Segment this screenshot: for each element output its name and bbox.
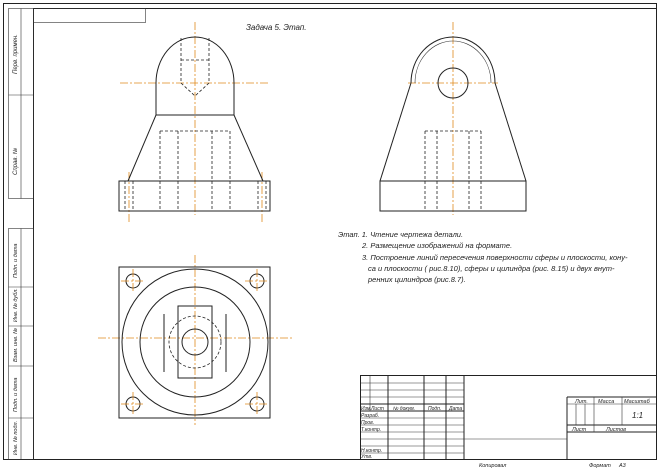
scale-value: 1:1 [632,411,643,420]
step-line-1: 2. Размещение изображений на формате. [361,241,512,250]
steps-text: Этап. 1. Чтение чертежа детали. 2. Разме… [338,230,628,284]
role-razrab: Разраб. [361,413,379,419]
step-line-4: ренних цилиндров (рис.8.7). [367,275,466,284]
col-izm: Изм. [361,406,372,412]
role-nkontr: Н.контр. [361,448,382,454]
format-label: Формат [589,463,611,469]
side-cell-5: Взам. инв. № [13,328,19,362]
steps-heading: Этап. 1. Чтение чертежа детали. [338,230,463,239]
side-cell-7: Инв. № подл. [13,421,19,455]
title-block: Изм. Лист № докум. Подп. Дата Разраб. Пр… [360,375,657,469]
copied-label: Копировал [479,463,506,469]
task-title: Задача 5. Этап. [246,23,307,32]
top-view [98,255,292,425]
step-line-2: 3. Построение линий пересечения поверхно… [362,253,628,262]
lit-label: Лит. [574,399,588,405]
col-list: Лист [370,406,384,412]
role-tkontr: Т.контр. [361,427,381,433]
top-corner-box [33,8,146,23]
side-cell-2: Справ. № [12,147,19,175]
sheets-label: Листов [605,427,626,433]
side-cell-3: Подп. и дата [13,244,19,278]
scale-label: Масштаб [624,399,651,405]
side-view [379,22,527,215]
front-view [118,22,271,222]
role-prov: Пров. [361,420,374,426]
side-stamp: Перв. примен. Справ. № Подп. и дата Инв.… [8,8,34,460]
outer-frame [3,3,657,460]
side-cell-6: Подп. и дата [13,378,19,412]
col-date: Дата [448,406,462,412]
mass-label: Масса [598,399,614,405]
side-cell-1: Перв. примен. [13,34,19,74]
side-cell-4: Инв. № дубл. [13,288,19,322]
col-sign: Подп. [428,406,441,412]
step-line-3: са и плоскости ( рис.8.10), сферы и цили… [368,264,615,273]
col-doc: № докум. [393,406,415,412]
format-value: А3 [618,463,627,469]
sheet-label: Лист [571,427,587,433]
role-utv: Утв. [361,454,372,460]
